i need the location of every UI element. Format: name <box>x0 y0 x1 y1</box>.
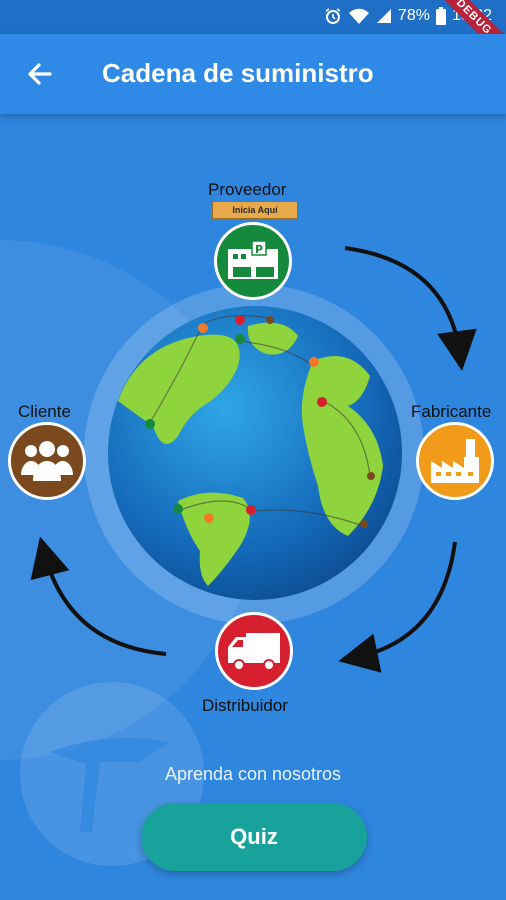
app-bar: Cadena de suministro <box>0 34 506 114</box>
customers-icon <box>21 441 73 481</box>
warehouse-icon: P <box>228 241 278 279</box>
globe-illustration <box>108 306 402 600</box>
svg-text:P: P <box>255 243 263 256</box>
fabricante-node[interactable] <box>416 422 494 500</box>
start-badge: Inicia Aquí <box>212 201 298 219</box>
back-button[interactable] <box>22 56 58 92</box>
wifi-icon <box>348 8 369 24</box>
map-pin-icon <box>145 315 375 528</box>
truck-icon <box>228 633 280 671</box>
cliente-label: Cliente <box>18 402 71 421</box>
alarm-icon <box>325 8 341 24</box>
status-bar: 78% 13:22 DEBUG <box>0 0 506 66</box>
proveedor-label: Proveedor <box>208 180 287 199</box>
cliente-node[interactable] <box>8 422 86 500</box>
factory-icon <box>431 439 479 483</box>
proveedor-node[interactable]: P <box>214 222 292 300</box>
tagline: Aprenda con nosotros <box>164 764 342 784</box>
distribuidor-node[interactable] <box>215 612 293 690</box>
distribuidor-label: Distribuidor <box>202 696 288 715</box>
page-title: Cadena de suministro <box>102 58 374 88</box>
watermark-logo-icon <box>50 737 170 832</box>
arrow-back-icon <box>28 63 52 85</box>
battery-icon <box>435 7 446 25</box>
fabricante-label: Fabricante <box>411 402 492 421</box>
quiz-button[interactable]: Quiz <box>141 803 367 871</box>
signal-icon <box>376 9 391 23</box>
battery-percent: 78% <box>397 7 430 24</box>
